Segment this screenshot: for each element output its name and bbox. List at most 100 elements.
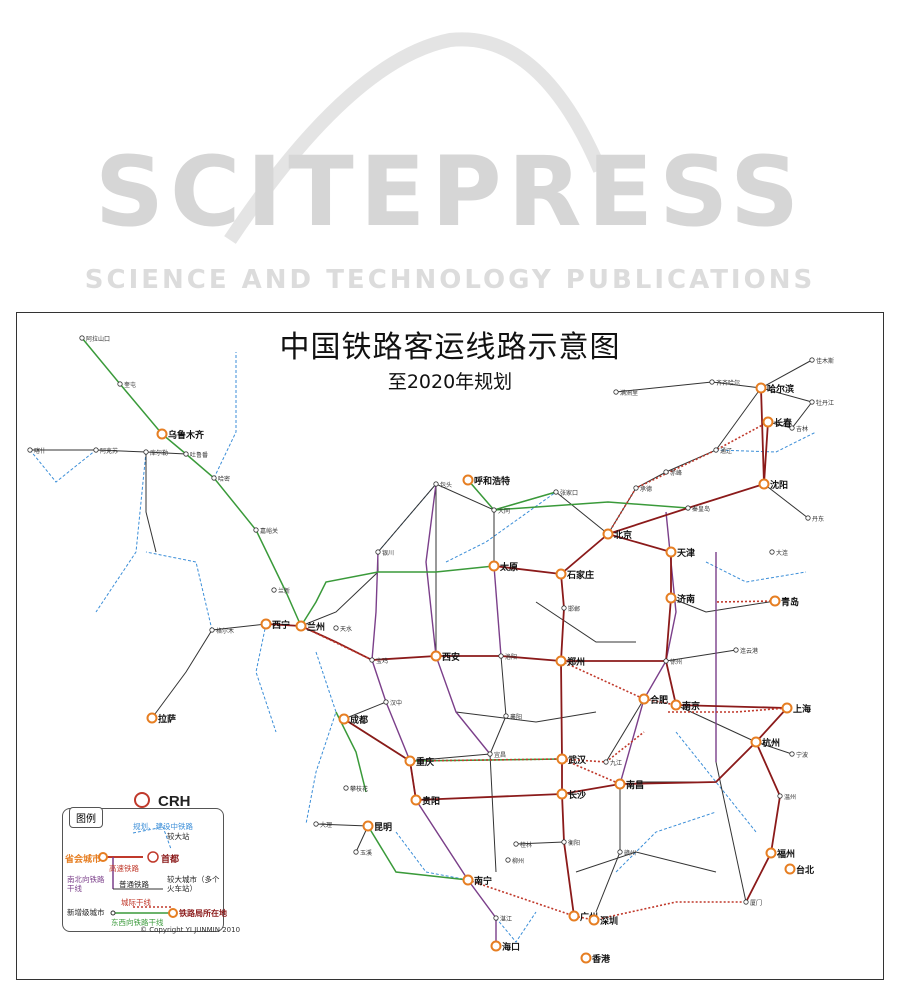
watermark-tagline: SCIENCE AND TECHNOLOGY PUBLICATIONS	[85, 265, 815, 295]
station-major[interactable]: 香港	[580, 952, 612, 965]
station-minor[interactable]: 汉中	[383, 699, 402, 707]
station-major[interactable]: 上海	[781, 702, 812, 715]
station-minor[interactable]: 秦皇岛	[685, 505, 710, 513]
station-minor[interactable]: 齐齐哈尔	[709, 379, 740, 387]
station-major[interactable]: 贵阳	[410, 794, 441, 807]
station-minor[interactable]: 吐鲁番	[183, 451, 208, 459]
station-minor[interactable]: 银川	[375, 549, 394, 557]
station-minor[interactable]: 库尔勒	[143, 449, 168, 457]
station-minor[interactable]: 大同	[491, 507, 510, 515]
station-minor[interactable]: 喀什	[27, 447, 46, 455]
station-minor[interactable]: 桂林	[513, 841, 532, 849]
station-minor[interactable]: 徐州	[663, 658, 682, 666]
station-dot	[617, 849, 623, 855]
station-major[interactable]: 拉萨	[146, 712, 177, 725]
station-minor[interactable]: 承德	[633, 485, 652, 493]
station-minor[interactable]: 洛阳	[498, 653, 517, 661]
station-minor[interactable]: 丹东	[805, 515, 824, 523]
station-major[interactable]: 青岛	[769, 595, 800, 608]
station-minor[interactable]: 佳木斯	[809, 357, 834, 365]
station-minor[interactable]: 湛江	[493, 915, 512, 923]
station-major[interactable]: 杭州	[750, 736, 781, 749]
station-label: 丹东	[812, 515, 824, 523]
china-railway-logo-icon	[134, 792, 150, 808]
station-minor[interactable]: 张家口	[553, 489, 578, 497]
station-major[interactable]: 太原	[488, 560, 519, 573]
station-minor[interactable]: 赣州	[617, 849, 636, 857]
station-major[interactable]: 深圳	[588, 914, 619, 927]
station-minor[interactable]: 嘉峪关	[253, 527, 278, 535]
station-minor[interactable]: 吉林	[789, 425, 808, 433]
station-minor[interactable]: 宝鸡	[369, 657, 388, 665]
station-hub-dot	[765, 847, 777, 859]
station-minor[interactable]: 宁波	[789, 751, 808, 759]
station-major[interactable]: 郑州	[555, 655, 586, 668]
station-minor[interactable]: 牡丹江	[809, 399, 834, 407]
station-minor[interactable]: 赤峰	[663, 469, 682, 477]
station-major[interactable]: 台北	[784, 863, 815, 876]
station-minor[interactable]: 大理	[313, 821, 332, 829]
station-dot	[491, 507, 497, 513]
station-minor[interactable]: 柳州	[505, 857, 524, 865]
station-dot	[79, 335, 85, 341]
station-minor[interactable]: 奎屯	[117, 381, 136, 389]
station-major[interactable]: 沈阳	[758, 478, 789, 491]
station-minor[interactable]: 天水	[333, 625, 352, 633]
station-minor[interactable]: 包头	[433, 481, 452, 489]
station-minor[interactable]: 厦门	[743, 899, 762, 907]
station-minor[interactable]: 通辽	[713, 447, 732, 455]
station-minor[interactable]: 攀枝花	[343, 785, 368, 793]
station-major[interactable]: 呼和浩特	[462, 474, 511, 487]
station-major[interactable]: 重庆	[404, 755, 435, 768]
station-minor[interactable]: 满洲里	[613, 389, 638, 397]
station-label: 石家庄	[566, 569, 594, 581]
sciteprers-watermark: SCITEPRESS SCIENCE AND TECHNOLOGY PUBLIC…	[85, 32, 815, 295]
station-minor[interactable]: 大连	[769, 549, 788, 557]
station-label: 海口	[502, 941, 520, 953]
station-major[interactable]: 西宁	[260, 618, 291, 631]
station-major[interactable]: 北京	[602, 528, 633, 541]
station-dot	[375, 549, 381, 555]
station-major[interactable]: 兰州	[295, 620, 326, 633]
station-minor[interactable]: 宜昌	[487, 751, 506, 759]
station-minor[interactable]: 温州	[777, 793, 796, 801]
legend-city: 较大站	[167, 832, 190, 841]
station-label: 长沙	[568, 789, 586, 801]
station-minor[interactable]: 阿拉山口	[79, 335, 110, 343]
station-major[interactable]: 南宁	[462, 874, 493, 887]
station-minor[interactable]: 襄阳	[503, 713, 522, 721]
station-major[interactable]: 哈尔滨	[755, 382, 795, 395]
station-label: 哈尔滨	[767, 383, 794, 395]
station-minor[interactable]: 九江	[603, 759, 622, 767]
station-hub-dot	[156, 428, 168, 440]
station-minor[interactable]: 哈密	[211, 475, 230, 483]
station-major[interactable]: 昆明	[362, 820, 393, 834]
station-minor[interactable]: 邯郸	[561, 605, 580, 613]
station-major[interactable]: 石家庄	[555, 568, 595, 581]
station-major[interactable]: 乌鲁木齐	[156, 428, 206, 441]
station-major[interactable]: 合肥	[638, 693, 669, 706]
station-major[interactable]: 济南	[665, 592, 696, 605]
station-major[interactable]: 武汉	[556, 753, 588, 766]
station-major[interactable]: 长春	[762, 416, 794, 429]
station-hub-dot	[362, 820, 374, 832]
station-major[interactable]: 成都	[338, 713, 369, 726]
station-dot	[353, 849, 359, 855]
station-major[interactable]: 海口	[490, 940, 521, 953]
station-major[interactable]: 西安	[430, 650, 461, 663]
station-minor[interactable]: 格尔木	[209, 627, 234, 635]
station-major[interactable]: 福州	[765, 847, 796, 860]
station-major[interactable]: 南京	[670, 699, 701, 712]
station-minor[interactable]: 兰新	[271, 587, 290, 595]
station-minor[interactable]: 连云港	[733, 647, 758, 655]
station-minor[interactable]: 玉溪	[353, 849, 372, 857]
station-major[interactable]: 天津	[665, 546, 696, 559]
station-label: 库尔勒	[150, 449, 168, 457]
station-dot	[713, 447, 719, 453]
station-hub-dot	[580, 952, 592, 964]
station-minor[interactable]: 阿克苏	[93, 447, 118, 455]
station-major[interactable]: 南昌	[614, 778, 645, 791]
station-major[interactable]: 长沙	[556, 788, 587, 801]
station-minor[interactable]: 衡阳	[561, 839, 580, 847]
